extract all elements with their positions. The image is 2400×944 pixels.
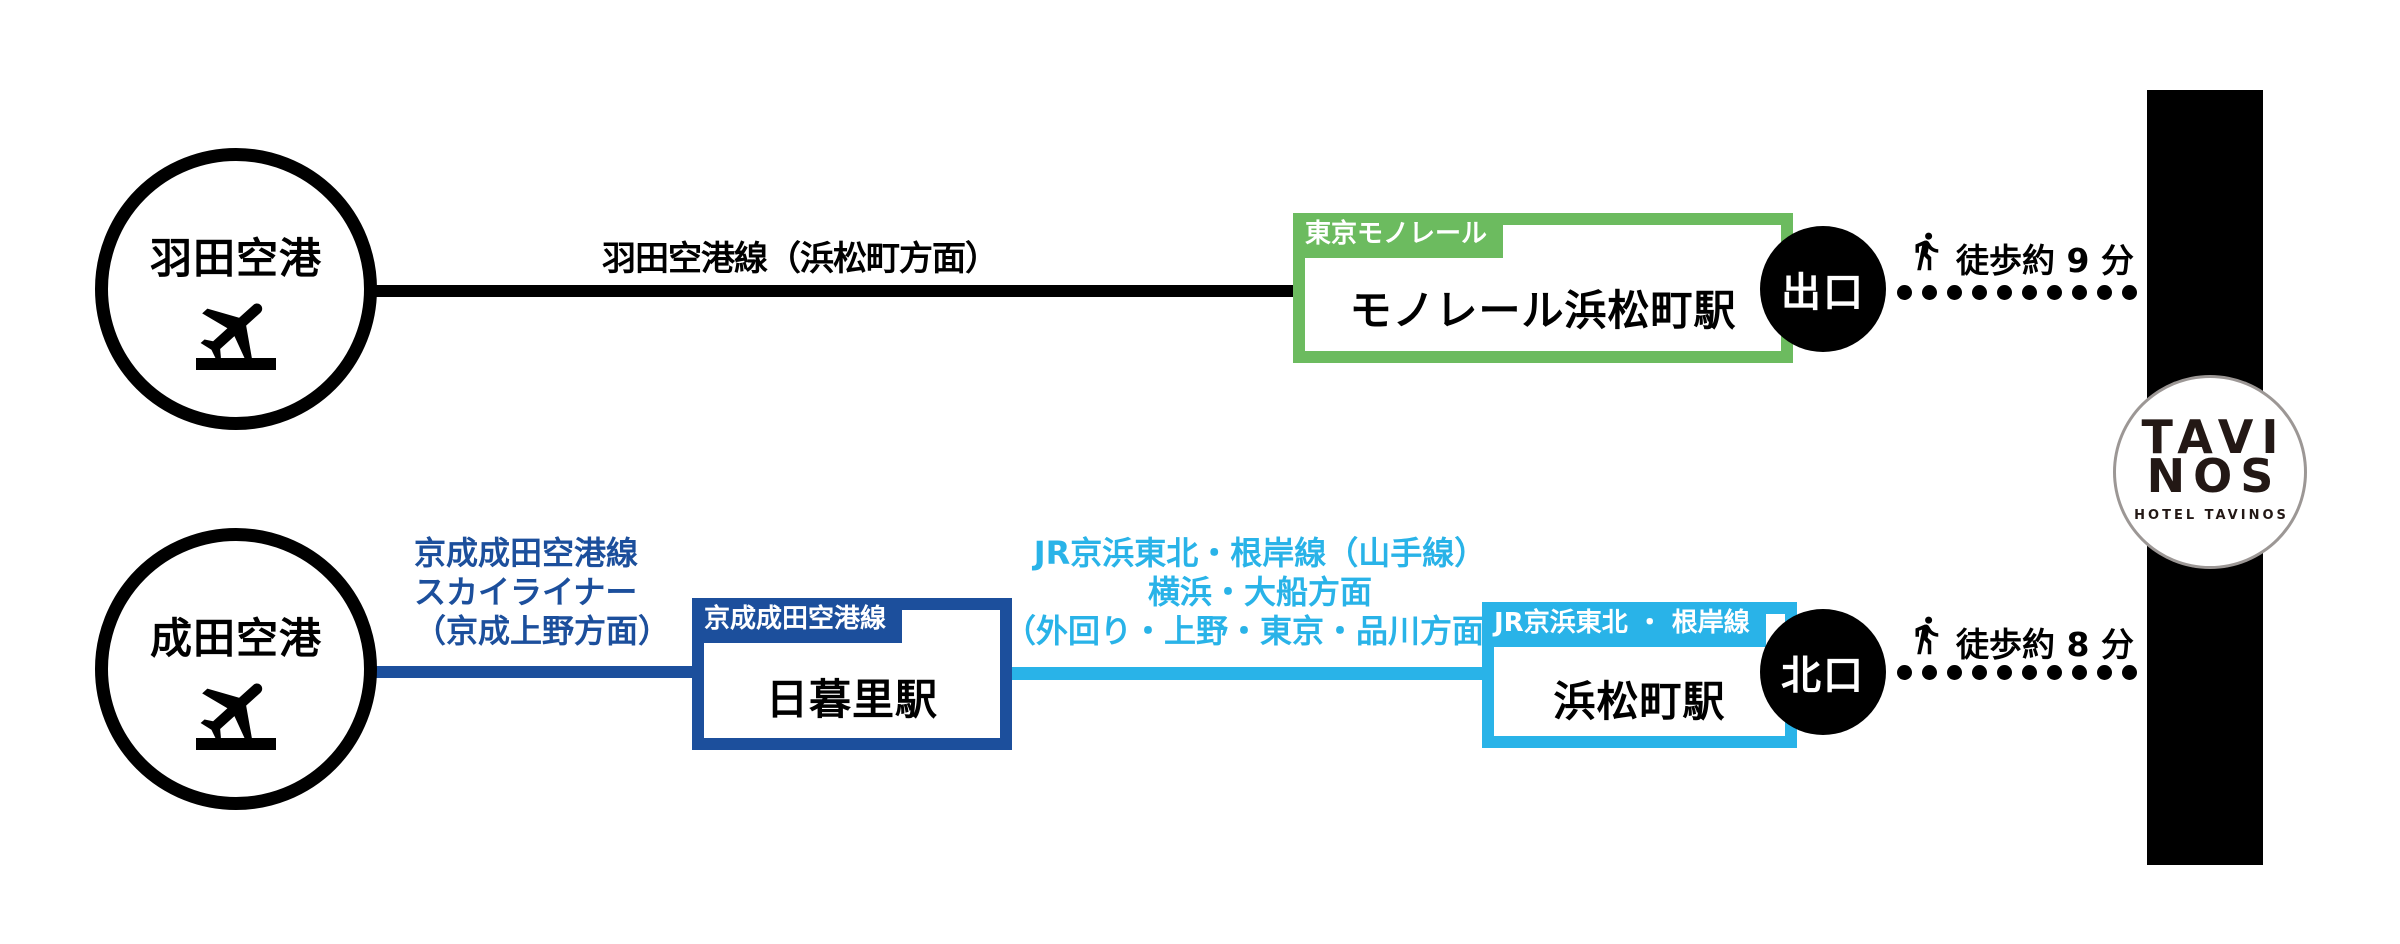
hamamatsucho-station-box: JR京浜東北 ・ 根岸線 浜松町駅 [1482, 602, 1797, 748]
dot [2072, 665, 2087, 680]
keisei-line-label: 京成成田空港線 スカイライナー （京成上野方面） [414, 534, 670, 651]
runway-line [196, 738, 276, 750]
hotel-logo-subtitle: HOTEL TAVINOS [2134, 508, 2289, 523]
airplane-icon [200, 303, 263, 363]
dot [2047, 665, 2062, 680]
jr-line-label-row: （外回り・上野・東京・品川方面） [1003, 612, 1516, 650]
north-exit-badge-label: 北口 [1781, 653, 1865, 699]
dot [2047, 285, 2062, 300]
walk-dotted-path [1897, 285, 2137, 300]
hotel-logo-word: TAVI [2141, 410, 2287, 464]
jr-line-tag: JR京浜東北 ・ 根岸線 [1482, 602, 1766, 647]
airplane-takeoff-icon [194, 668, 278, 750]
dot [2097, 665, 2112, 680]
dot [1997, 285, 2012, 300]
airplane-icon [200, 683, 263, 743]
exit-badge-label: 出口 [1781, 270, 1865, 316]
dot [2072, 285, 2087, 300]
keisei-line-label-row: スカイライナー [414, 573, 638, 611]
haneda-monorail-line [370, 285, 1300, 297]
keisei-line-tag: 京成成田空港線 [692, 598, 903, 643]
airplane-takeoff-icon [194, 288, 278, 370]
jr-line-label-row: 横浜・大船方面 [1147, 573, 1372, 611]
dot [2122, 665, 2137, 680]
monorail-line-tag: 東京モノレール [1293, 213, 1504, 258]
exit-badge: 出口 [1760, 226, 1886, 352]
keisei-skyliner-line [370, 666, 700, 678]
narita-airport-node: 成田空港 [95, 528, 377, 810]
dot [2122, 285, 2137, 300]
haneda-line-label: 羽田空港線（浜松町方面） [602, 239, 999, 279]
dot [1922, 285, 1937, 300]
monorail-hamamatsucho-station-box: 東京モノレール モノレール浜松町駅 [1293, 213, 1793, 363]
hamamatsucho-station-name: 浜松町駅 [1553, 677, 1726, 726]
walking-person-icon [1915, 232, 1939, 271]
jr-line-label: JR京浜東北・根岸線（山手線） 横浜・大船方面 （外回り・上野・東京・品川方面） [1000, 534, 1520, 651]
dot [1947, 665, 1962, 680]
north-exit-badge: 北口 [1760, 609, 1886, 735]
dot [1972, 285, 1987, 300]
walk-time-label: 徒歩約 9 分 [1956, 241, 2134, 280]
dot [1897, 285, 1912, 300]
dot [1947, 285, 1962, 300]
nippori-station-name: 日暮里駅 [765, 675, 938, 724]
dot [1897, 665, 1912, 680]
monorail-hamamatsucho-station-name: モノレール浜松町駅 [1349, 286, 1737, 335]
hotel-logo: TAVI NOS HOTEL TAVINOS [2113, 375, 2307, 569]
hotel-logo-word: NOS [2146, 449, 2282, 503]
narita-airport-label: 成田空港 [149, 614, 322, 663]
walk-time-label: 徒歩約 8 分 [1956, 625, 2134, 664]
dot [2022, 665, 2037, 680]
dot [1922, 665, 1937, 680]
dot [1997, 665, 2012, 680]
runway-line [196, 358, 276, 370]
dot [2022, 285, 2037, 300]
haneda-airport-label: 羽田空港 [149, 234, 322, 283]
dot [2097, 285, 2112, 300]
nippori-station-box: 京成成田空港線 日暮里駅 [692, 598, 1012, 750]
dot [1972, 665, 1987, 680]
jr-line-label-row: JR京浜東北・根岸線（山手線） [1033, 534, 1487, 572]
keisei-line-label-row: （京成上野方面） [414, 612, 671, 650]
jr-keihin-tohoku-line [1012, 667, 1482, 680]
haneda-airport-node: 羽田空港 [95, 148, 377, 430]
walk-dotted-path [1897, 665, 2137, 680]
keisei-line-label-row: 京成成田空港線 [414, 534, 639, 572]
walking-person-icon [1915, 616, 1939, 655]
